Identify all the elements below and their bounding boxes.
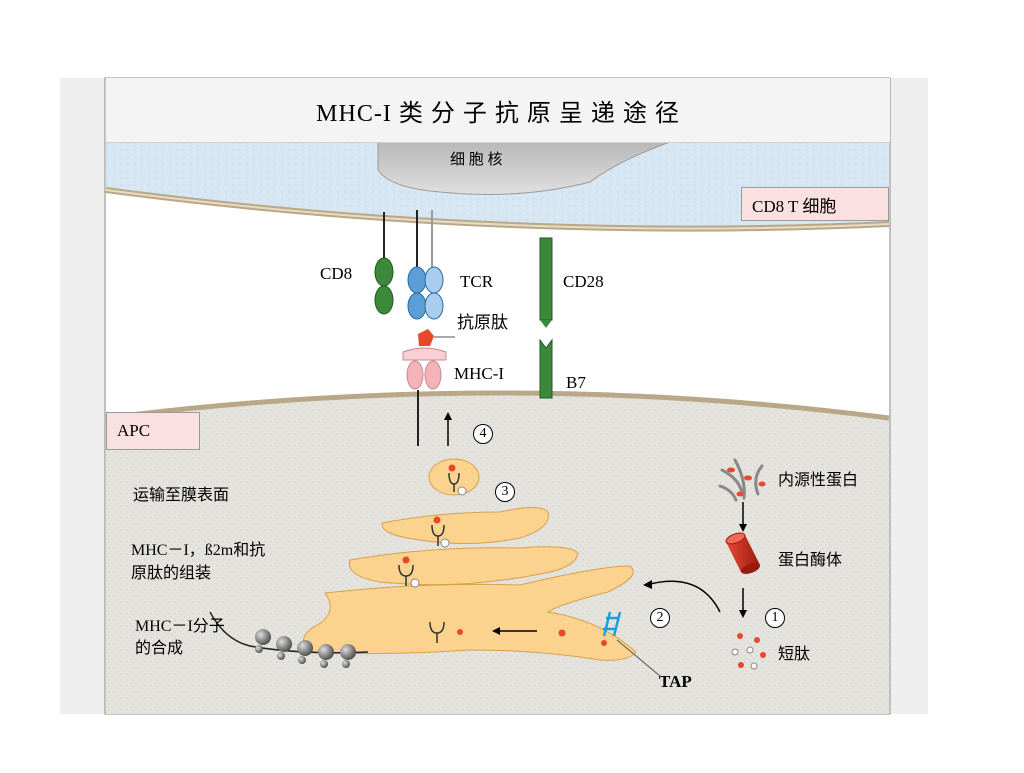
tcr-receptor (407, 210, 444, 320)
tap-label: TAP (659, 672, 692, 691)
assembly-label: MHC－I，ß2m和抗原肽的组装 (131, 542, 266, 582)
nucleus-label: 细 胞 核 (450, 152, 503, 168)
mhc-i-label: MHC-I (454, 364, 505, 383)
proteasome-cylinder-icon (725, 532, 761, 574)
apc-membrane (105, 390, 890, 421)
b7-label: B7 (566, 373, 586, 392)
diagram-title: MHC-I 类 分 子 抗 原 呈 递 途 径 (106, 78, 890, 143)
proteasome-label: 蛋白酶体 (778, 552, 843, 569)
receptor-y-icon (398, 472, 460, 643)
cd28-label: CD28 (563, 272, 604, 291)
golgi-cisterna-2 (348, 546, 579, 586)
apc-label: APC (106, 412, 200, 450)
short-peptide-label: 短肽 (778, 646, 811, 663)
tcr-label: TCR (460, 272, 494, 291)
transport-label: 运输至膜表面 (133, 487, 230, 504)
cd8-receptor (374, 212, 394, 315)
short-peptides (731, 633, 766, 670)
step-2-marker: 2 (650, 608, 670, 628)
cd8-t-cell-label: CD8 T 细胞 (741, 187, 889, 221)
antigen-peptide (418, 329, 434, 346)
ribosome-icon (255, 629, 356, 668)
endogenous-protein-label: 内源性蛋白 (778, 472, 859, 489)
mhc-i-molecule (402, 347, 447, 446)
tap-transporter (602, 611, 622, 637)
b7-ligand (539, 338, 553, 399)
antigen-peptide-label: 抗原肽 (457, 313, 508, 332)
step-1-marker: 1 (765, 608, 785, 628)
step-4-marker: 4 (473, 424, 493, 444)
transport-vesicle (428, 458, 480, 496)
nucleus (377, 141, 671, 195)
cd8-label: CD8 (320, 264, 353, 283)
mrna-strand (209, 611, 369, 654)
cd28-receptor (539, 237, 553, 328)
step-3-marker: 3 (495, 482, 515, 502)
endogenous-protein-icon (718, 458, 764, 502)
golgi-cisterna-1 (381, 507, 549, 545)
synthesis-label: MHC－I分子的合成 (135, 618, 225, 657)
